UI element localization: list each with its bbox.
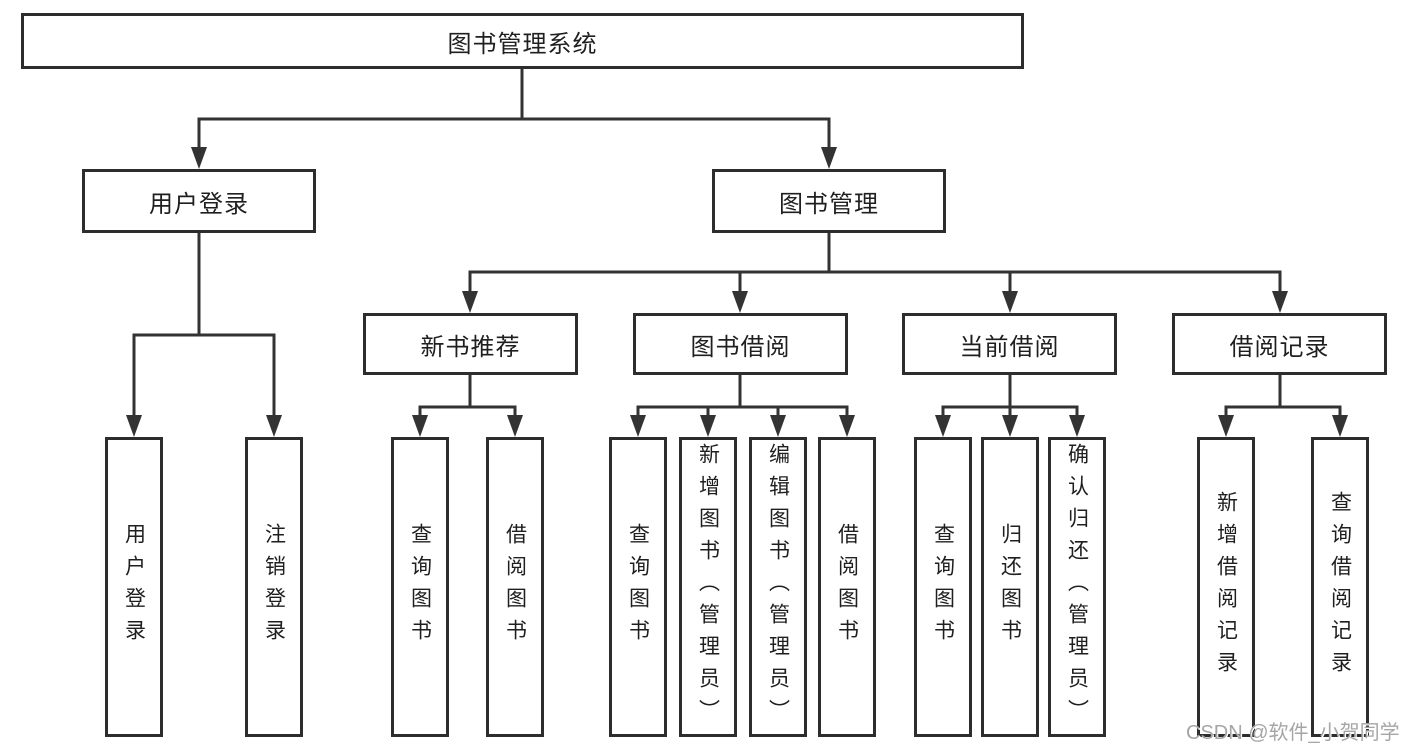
node-label: 注销登录 bbox=[262, 523, 286, 651]
node-user-login: 用户登录 bbox=[82, 169, 316, 233]
leaf-current-query-books: 查询图书 bbox=[914, 437, 972, 737]
node-label: 新书推荐 bbox=[420, 333, 521, 361]
leaf-confirm-return-admin: 确认归还（管理员） bbox=[1048, 437, 1106, 737]
node-label: 图书管理 bbox=[779, 190, 879, 218]
node-label: 借阅图书 bbox=[835, 523, 859, 651]
node-label: 新增借阅记录 bbox=[1214, 491, 1238, 683]
csdn-watermark: CSDN @软件_小贺同学 bbox=[1186, 722, 1400, 744]
node-book-management: 图书管理 bbox=[712, 169, 946, 233]
node-label: 查询图书 bbox=[931, 523, 955, 651]
leaf-add-borrow-record: 新增借阅记录 bbox=[1197, 437, 1255, 737]
node-label: 用户登录 bbox=[149, 190, 249, 218]
node-current-borrow: 当前借阅 bbox=[902, 313, 1117, 375]
node-label: 编辑图书（管理员） bbox=[766, 443, 790, 731]
node-label: 查询借阅记录 bbox=[1328, 491, 1352, 683]
node-label: 借阅记录 bbox=[1229, 333, 1330, 361]
node-label: 当前借阅 bbox=[959, 333, 1060, 361]
node-new-book-recommend: 新书推荐 bbox=[363, 313, 578, 375]
leaf-borrow-books: 借阅图书 bbox=[818, 437, 876, 737]
leaf-recommend-borrow-books: 借阅图书 bbox=[486, 437, 544, 737]
node-label: 新增图书（管理员） bbox=[696, 443, 720, 731]
node-label: 查询图书 bbox=[408, 523, 432, 651]
leaf-borrow-query-books: 查询图书 bbox=[609, 437, 667, 737]
node-label: 图书管理系统 bbox=[447, 30, 598, 58]
node-label: 借阅图书 bbox=[503, 523, 527, 651]
leaf-recommend-query-books: 查询图书 bbox=[391, 437, 449, 737]
leaf-user-login: 用户登录 bbox=[105, 437, 163, 737]
node-label: 查询图书 bbox=[626, 523, 650, 651]
node-borrow-records: 借阅记录 bbox=[1172, 313, 1387, 375]
node-label: 图书借阅 bbox=[690, 333, 791, 361]
node-label: 归还图书 bbox=[998, 523, 1022, 651]
node-root-library-system: 图书管理系统 bbox=[21, 13, 1024, 69]
leaf-logout: 注销登录 bbox=[245, 437, 303, 737]
leaf-return-books: 归还图书 bbox=[981, 437, 1039, 737]
node-label: 用户登录 bbox=[122, 523, 146, 651]
node-book-borrow: 图书借阅 bbox=[633, 313, 848, 375]
leaf-add-books-admin: 新增图书（管理员） bbox=[679, 437, 737, 737]
leaf-edit-books-admin: 编辑图书（管理员） bbox=[749, 437, 807, 737]
leaf-query-borrow-record: 查询借阅记录 bbox=[1311, 437, 1369, 737]
node-label: 确认归还（管理员） bbox=[1065, 443, 1089, 731]
